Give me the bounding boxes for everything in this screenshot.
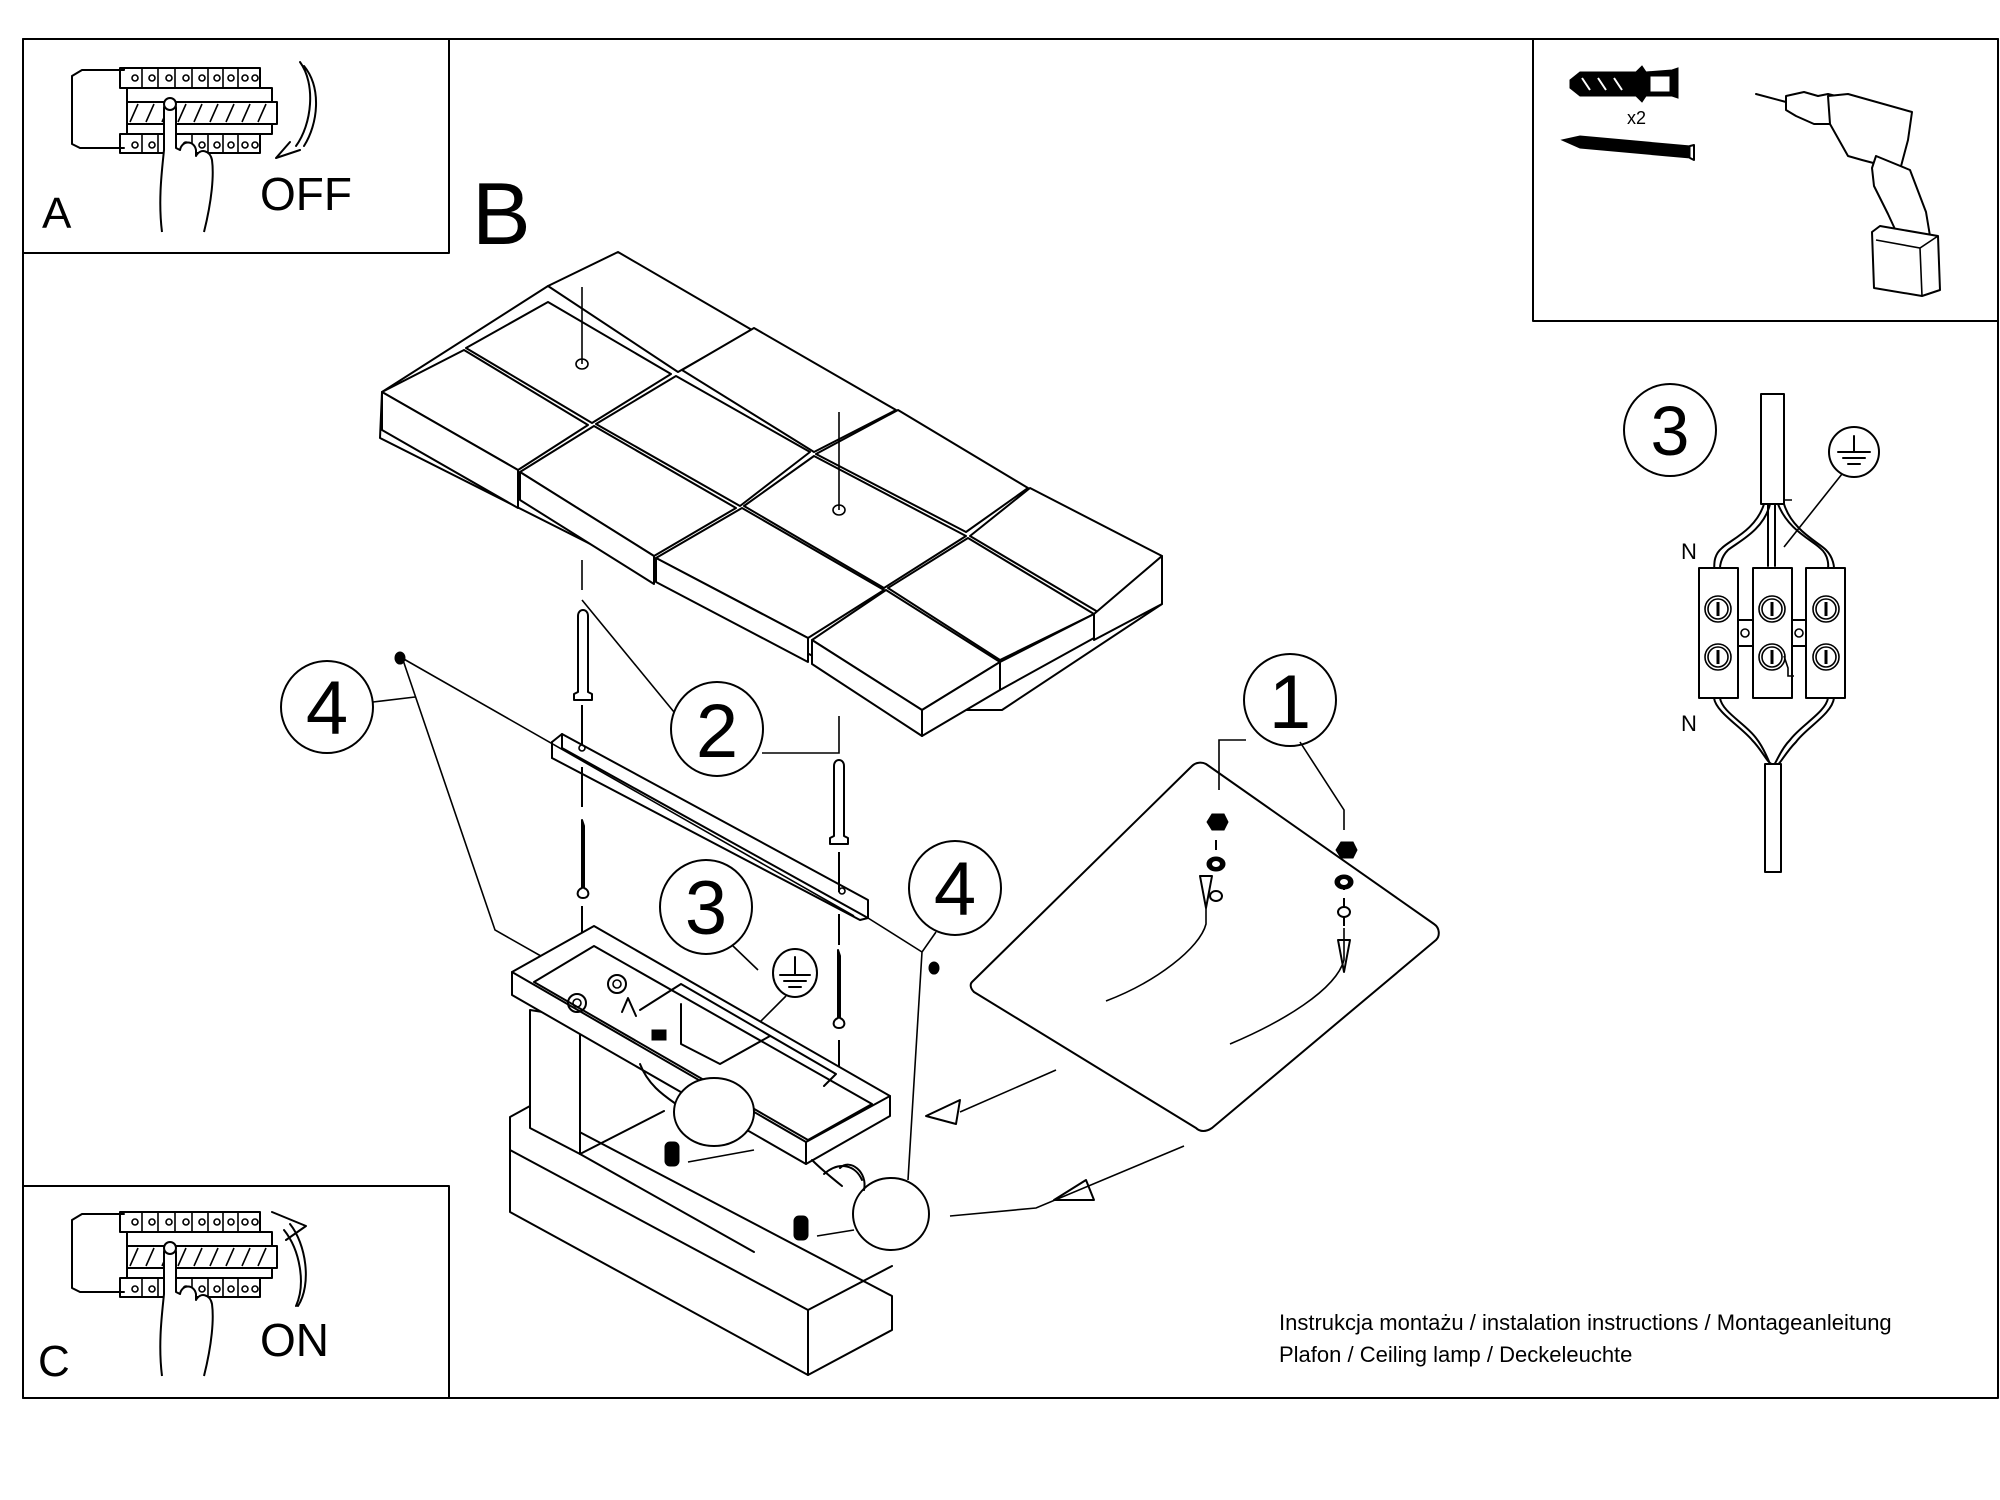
hand-pointing-icon: [159, 97, 214, 233]
bulb-right: [852, 1177, 930, 1251]
wires: [1713, 503, 1835, 765]
callout-3-number: 3: [685, 866, 727, 951]
quantity-label: x2: [1627, 108, 1646, 128]
panel-c: C ON: [22, 1185, 450, 1399]
power-drill-icon: [1755, 91, 1941, 297]
callout-4-left: 4: [280, 659, 556, 965]
lamp-shade-blocks: [379, 251, 1163, 737]
terminal-block-right: [1805, 567, 1846, 699]
terminal-block-left: [1698, 567, 1739, 699]
callout-3-wiring-circle: [1623, 383, 1717, 477]
pin-right: [793, 1215, 809, 1241]
earth-ground-icon: [1828, 426, 1880, 478]
callout-4-right-number: 4: [934, 847, 976, 932]
wall-plug-left: [573, 609, 593, 701]
arrow-down-icon: [275, 61, 317, 159]
screw-head-right: [928, 961, 940, 975]
terminal-block-center: [1752, 567, 1793, 699]
panel-a-letter: A: [42, 189, 72, 238]
cable-sheath-top: [1760, 393, 1785, 505]
screw-left: [576, 819, 590, 899]
tools-panel: x2: [1532, 38, 1999, 322]
panel-c-action-label: ON: [260, 1314, 329, 1366]
mounting-bracket: [401, 657, 869, 921]
panel-b-letter: B: [472, 164, 531, 263]
hand-pointing-icon-c: [159, 1241, 214, 1377]
panel-c-letter: C: [38, 1337, 70, 1386]
lamp-body: [509, 925, 930, 1376]
cable-sheath-bottom: [1764, 763, 1782, 873]
callout-3-wiring-number: 3: [1651, 392, 1690, 470]
panel-a-action-label: OFF: [260, 168, 352, 220]
canopy-plate: [969, 761, 1440, 1132]
label-n-bottom: N: [1681, 711, 1697, 736]
screws-and-plugs: [394, 560, 940, 1080]
tools-panel-border: [1532, 38, 1999, 322]
panel-a: A OFF: [22, 38, 450, 254]
assembly-arrows: [925, 1069, 1185, 1217]
wall-plug-right: [829, 759, 849, 845]
callout-1: 1: [1206, 653, 1358, 928]
screw-icon: [1560, 135, 1695, 161]
arrow-up-icon: [271, 1211, 307, 1307]
callout-1-number: 1: [1269, 660, 1311, 745]
callout-2: 2: [581, 599, 840, 777]
panel-c-border: [22, 1185, 450, 1399]
footer-subtitle: Plafon / Ceiling lamp / Deckeleuchte: [1279, 1342, 1632, 1367]
callout-2-number: 2: [696, 689, 738, 774]
callout-4-right: 4: [907, 840, 1002, 1181]
screw-right: [832, 949, 846, 1029]
panel-a-border: [22, 38, 450, 254]
footer-title: Instrukcja montażu / instalation instruc…: [1279, 1310, 1892, 1335]
pin-left: [664, 1141, 680, 1167]
bulb-left: [673, 1077, 755, 1147]
outer-frame: [22, 38, 1999, 1399]
terminal-screws: [1704, 595, 1840, 671]
earth-ground-icon-lamp: [772, 948, 818, 998]
wall-plug-icon: [1569, 65, 1679, 103]
wiring-detail: 3 N N: [1623, 383, 1880, 873]
label-n-top: N: [1681, 539, 1697, 564]
callout-4-left-number: 4: [306, 666, 348, 751]
